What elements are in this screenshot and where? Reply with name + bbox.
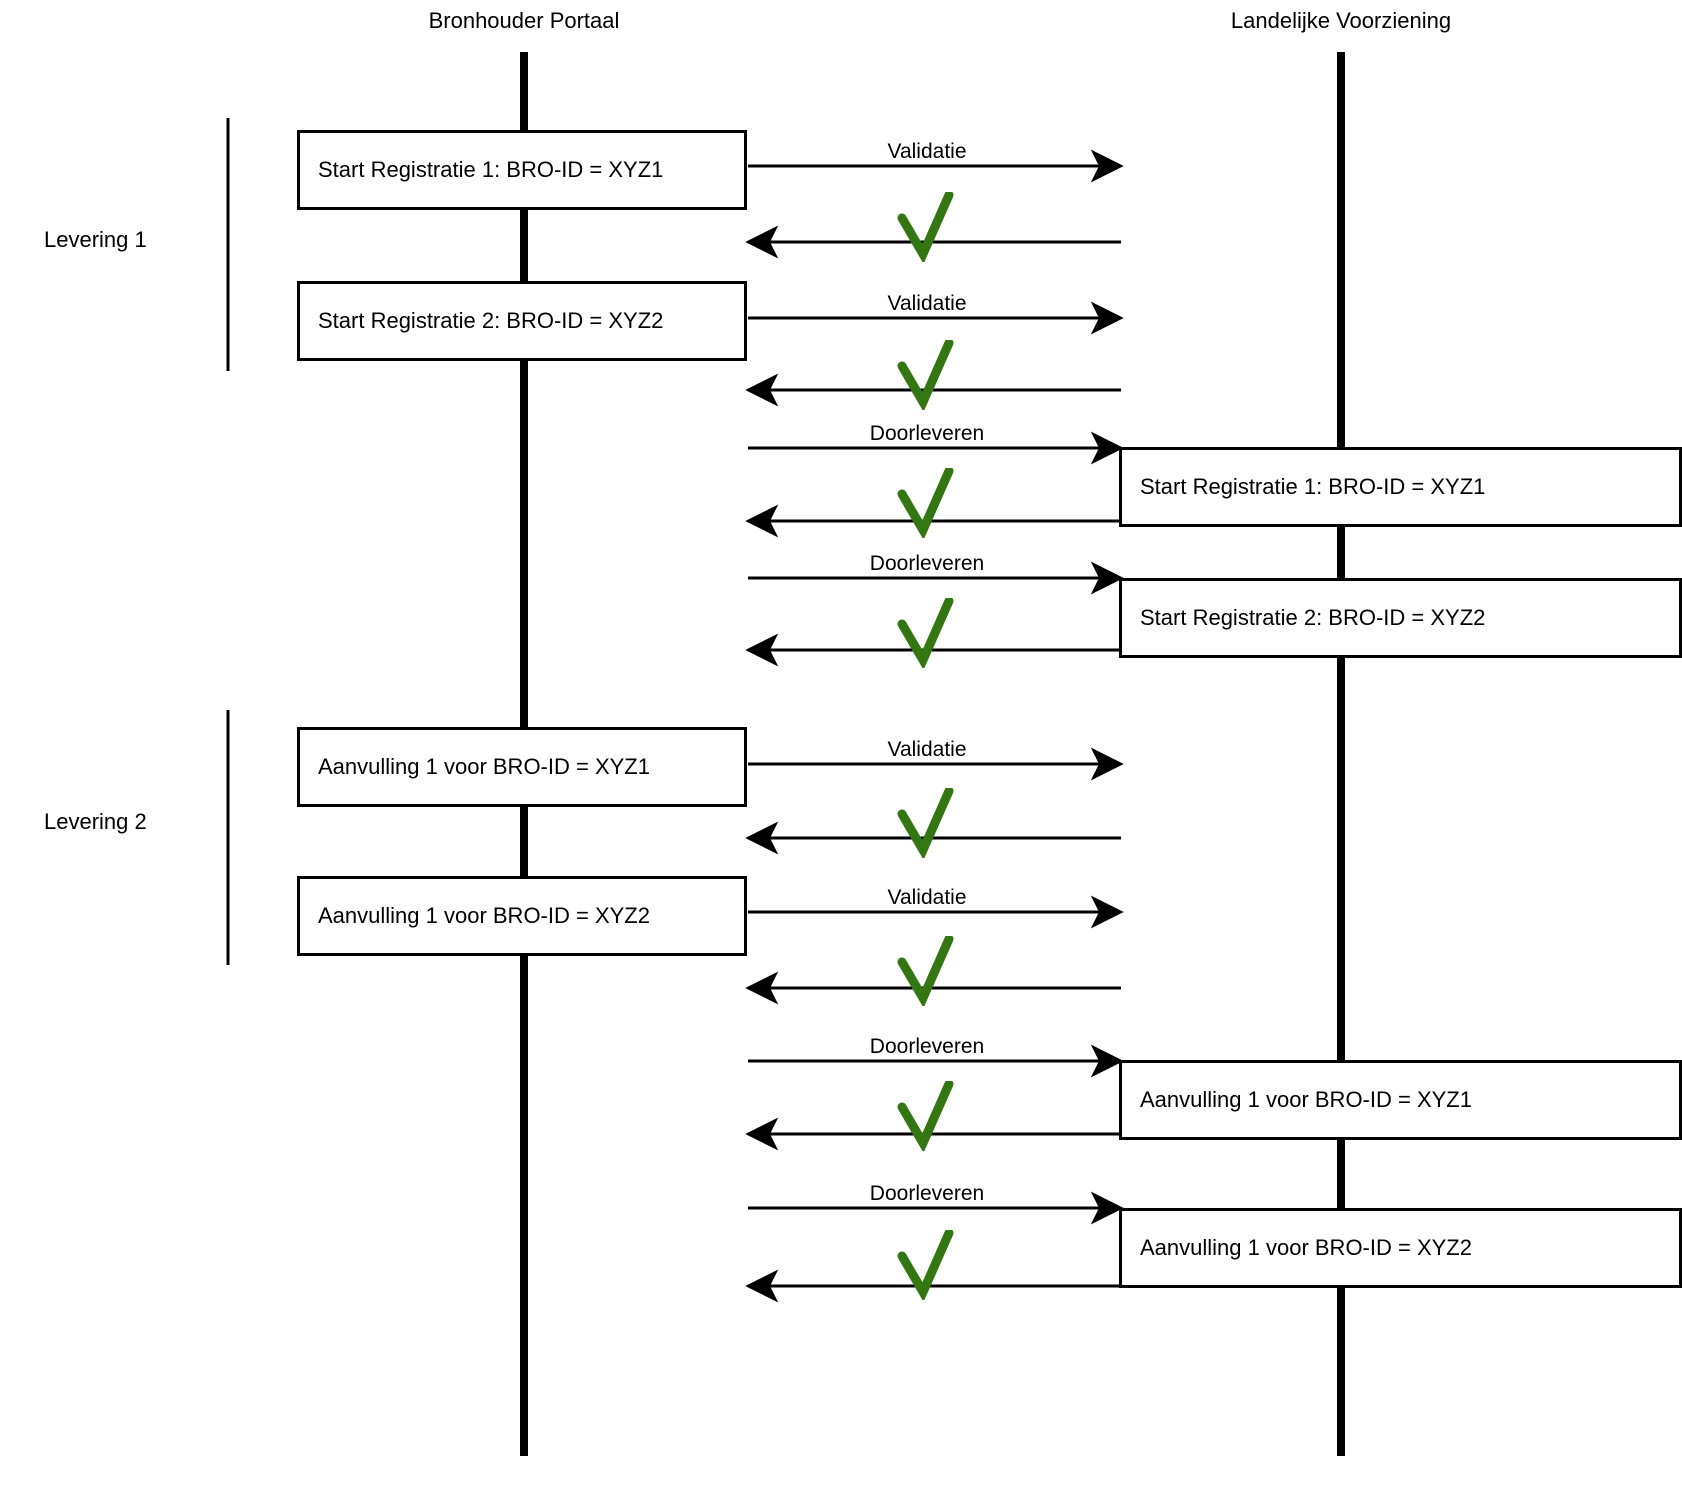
group-label-levering-2: Levering 2 (44, 809, 147, 834)
lifeline-header-bronhouder-portaal: Bronhouder Portaal (428, 8, 620, 33)
target-message-box-label: Aanvulling 1 voor BRO-ID = XYZ2 (1140, 1235, 1472, 1260)
source-message-box[interactable]: Start Registratie 1: BRO-ID = XYZ1 (297, 130, 747, 210)
delivery-ok-check (895, 468, 959, 538)
delivery-ok-check (895, 598, 959, 668)
lifeline-header-landelijke-voorziening: Landelijke Voorziening (1230, 8, 1452, 33)
target-message-box-label: Start Registratie 2: BRO-ID = XYZ2 (1140, 605, 1486, 630)
message-arrows-group (745, 149, 1124, 1303)
message-label-validatie: Validatie (887, 140, 967, 163)
message-label-doorleveren: Doorleveren (869, 1182, 985, 1205)
message-label-validatie: Validatie (887, 738, 967, 761)
source-message-box-label: Start Registratie 2: BRO-ID = XYZ2 (318, 308, 664, 333)
message-label-doorleveren: Doorleveren (869, 1035, 985, 1058)
validation-ok-check (895, 192, 959, 262)
target-message-box[interactable]: Start Registratie 1: BRO-ID = XYZ1 (1119, 447, 1682, 527)
target-message-box-label: Start Registratie 1: BRO-ID = XYZ1 (1140, 474, 1486, 499)
validation-ok-check (895, 340, 959, 410)
message-label-doorleveren: Doorleveren (869, 422, 985, 445)
source-message-box[interactable]: Aanvulling 1 voor BRO-ID = XYZ1 (297, 727, 747, 807)
message-label-validatie: Validatie (887, 886, 967, 909)
source-message-box[interactable]: Aanvulling 1 voor BRO-ID = XYZ2 (297, 876, 747, 956)
source-message-box-label: Aanvulling 1 voor BRO-ID = XYZ2 (318, 903, 650, 928)
source-message-box-label: Start Registratie 1: BRO-ID = XYZ1 (318, 157, 664, 182)
source-message-box-label: Aanvulling 1 voor BRO-ID = XYZ1 (318, 754, 650, 779)
target-message-box[interactable]: Start Registratie 2: BRO-ID = XYZ2 (1119, 578, 1682, 658)
group-label-levering-1: Levering 1 (44, 227, 147, 252)
message-label-validatie: Validatie (887, 292, 967, 315)
validation-ok-check (895, 936, 959, 1006)
delivery-ok-check (895, 1230, 959, 1300)
target-message-box[interactable]: Aanvulling 1 voor BRO-ID = XYZ2 (1119, 1208, 1682, 1288)
target-message-box[interactable]: Aanvulling 1 voor BRO-ID = XYZ1 (1119, 1060, 1682, 1140)
source-message-box[interactable]: Start Registratie 2: BRO-ID = XYZ2 (297, 281, 747, 361)
validation-ok-check (895, 788, 959, 858)
delivery-ok-check (895, 1081, 959, 1151)
message-label-doorleveren: Doorleveren (869, 552, 985, 575)
target-message-box-label: Aanvulling 1 voor BRO-ID = XYZ1 (1140, 1087, 1472, 1112)
